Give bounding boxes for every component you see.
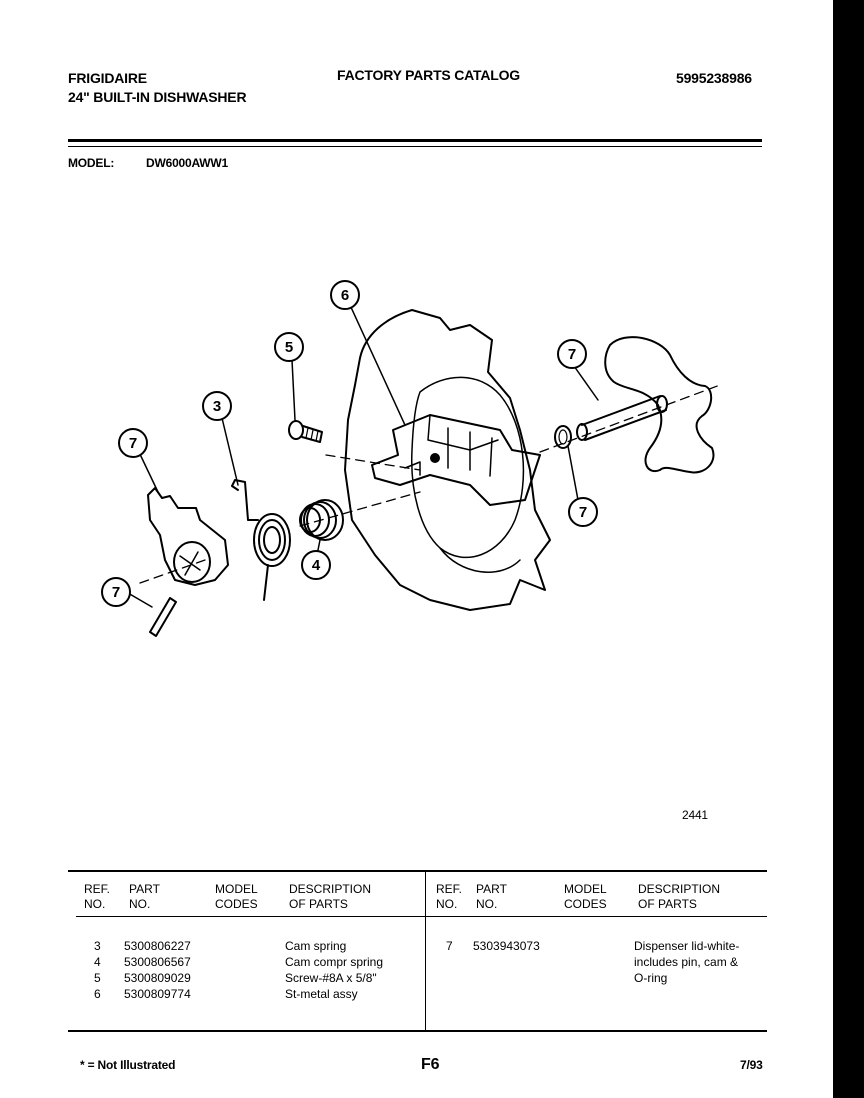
callout-7-lid: 7 [557,339,587,369]
cam-compression-spring [299,499,344,541]
housing-inner-ring [411,376,525,559]
page-number: F6 [421,1056,440,1073]
col-ref-header-right: REF.NO. [436,882,463,911]
axis-line-mid [299,491,421,527]
brand-name: FRIGIDAIRE [68,70,147,86]
leader-7b [573,365,599,401]
dispenser-housing [344,309,551,611]
callout-7-pin: 7 [101,577,131,607]
callout-5: 5 [274,332,304,362]
exploded-parts-diagram: 6 5 3 7 7 7 7 4 [101,280,721,637]
axis-line-screw [325,454,421,471]
model-number: DW6000AWW1 [146,156,229,170]
screw-part [288,420,323,443]
o-ring [554,425,572,449]
svg-text:5: 5 [285,339,293,356]
revision-date: 7/93 [740,1058,763,1072]
model-label: MODEL: [68,156,115,170]
svg-text:7: 7 [568,346,576,363]
svg-text:7: 7 [579,504,587,521]
table-descriptions-left: Cam spring Cam compr spring Screw-#8A x … [285,939,384,1001]
callouts: 6 5 3 7 7 7 7 4 [101,280,598,607]
table-description-right: Dispenser lid-white- includes pin, cam &… [634,939,740,985]
table-bottom-rule [68,1030,767,1032]
axis-line-left [139,559,206,584]
callout-4: 4 [301,550,331,580]
col-ref-header-left: REF.NO. [84,882,111,911]
axis-line-right [539,384,721,453]
svg-text:6: 6 [341,287,349,304]
cam-part [147,487,229,586]
leader-7a [137,449,159,493]
table-row: 7 [446,939,453,953]
cam-spring [231,479,291,601]
table-top-rule [68,870,767,872]
table-header-rule [76,916,767,917]
table-part-numbers-left: 5300806227 5300806567 5300809029 5300809… [124,939,191,1001]
metal-bracket [371,414,541,506]
pin-part [149,597,177,637]
leader-3 [221,417,239,486]
svg-text:7: 7 [112,584,120,601]
callout-7-cam: 7 [118,428,148,458]
header-rule-thick [68,139,762,142]
svg-text:7: 7 [129,435,137,452]
scan-border [833,0,864,1098]
svg-text:4: 4 [312,557,321,574]
table-row: 3 4 5 6 [94,939,101,1001]
table-divider [425,872,426,1030]
lid-shaft [581,395,667,441]
table-part-number-right: 5303943073 [473,939,540,953]
svg-text:3: 3 [213,398,221,415]
figure-number: 2441 [682,808,708,822]
catalog-number: 5995238986 [676,70,752,86]
header-rule-thin [68,146,762,147]
leader-5 [291,359,296,421]
footnote-not-illustrated: * = Not Illustrated [80,1058,176,1072]
callout-6: 6 [330,280,360,310]
dispenser-lid [604,336,715,474]
product-title: 24" BUILT-IN DISHWASHER [68,89,247,105]
leader-7c [567,445,579,501]
catalog-title: FACTORY PARTS CATALOG [337,67,520,83]
callout-7-oring: 7 [568,497,598,527]
leader-6 [349,304,406,426]
callout-3: 3 [202,391,232,421]
leader-7d [127,592,153,608]
